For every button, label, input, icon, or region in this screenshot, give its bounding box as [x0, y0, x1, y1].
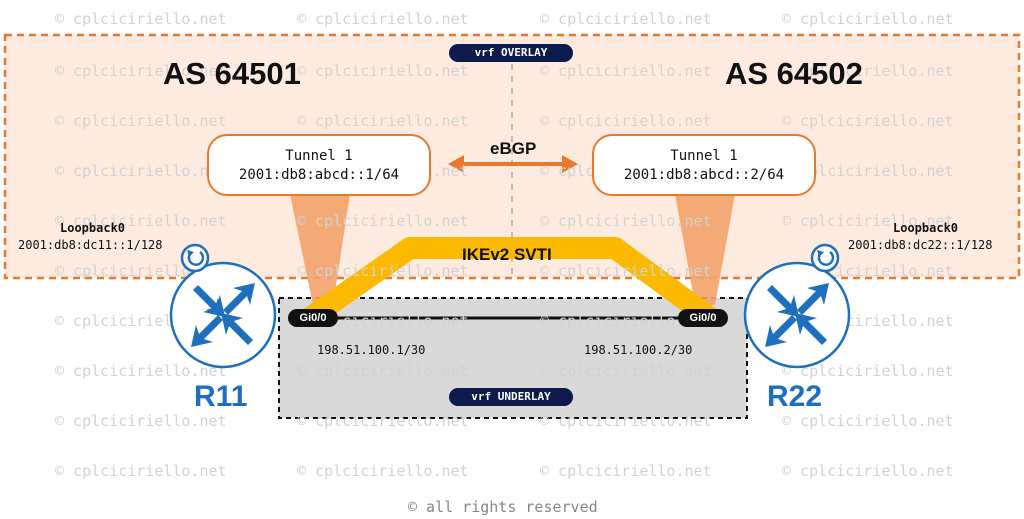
watermark-text: © cplciciriello.net: [540, 312, 712, 330]
ikev2-label: IKEv2 SVTI: [462, 245, 552, 264]
watermark-text: © cplciciriello.net: [297, 262, 469, 280]
r22-router-icon: [743, 261, 851, 369]
as-right-label: AS 64502: [725, 56, 863, 91]
watermark-text: © cplciciriello.net: [55, 10, 227, 28]
vrf-underlay-badge: vrf UNDERLAY: [449, 388, 573, 406]
watermark-text: © cplciciriello.net: [540, 462, 712, 480]
watermark-text: © cplciciriello.net: [297, 462, 469, 480]
tunnel-left-box: Tunnel 1 2001:db8:abcd::1/64: [207, 134, 431, 196]
tunnel-beam-left: [290, 194, 350, 305]
watermark-text: © cplciciriello.net: [782, 112, 954, 130]
watermark-text: © cplciciriello.net: [55, 362, 227, 380]
ebgp-arrow-icon: [448, 155, 578, 173]
copyright-footer: © all rights reserved: [408, 498, 598, 516]
watermark-text: © cplciciriello.net: [297, 362, 469, 380]
watermark-text: © cplciciriello.net: [540, 262, 712, 280]
watermark-text: © cplciciriello.net: [782, 162, 954, 180]
r22-interface-ip: 198.51.100.2/30: [584, 343, 693, 357]
watermark-text: © cplciciriello.net: [540, 62, 712, 80]
r11-router-icon: [169, 261, 277, 369]
r22-loopback-name: Loopback0: [893, 221, 959, 235]
watermark-text: © cplciciriello.net: [55, 462, 227, 480]
watermark-text: © cplciciriello.net: [540, 212, 712, 230]
watermark-text: © cplciciriello.net: [55, 162, 227, 180]
tunnel-left-name: Tunnel 1: [285, 148, 353, 164]
r11-loopback-name: Loopback0: [60, 221, 126, 235]
watermark-text: © cplciciriello.net: [540, 362, 712, 380]
watermark-text: © cplciciriello.net: [782, 362, 954, 380]
watermark-text: © cplciciriello.net: [297, 112, 469, 130]
ikev2-band: [303, 237, 717, 328]
r22-interface-label: Gi0/0: [678, 309, 728, 327]
r11-loopback-address: 2001:db8:dc11::1/128: [18, 238, 163, 252]
tunnel-right-box: Tunnel 1 2001:db8:abcd::2/64: [592, 134, 816, 196]
tunnel-beam-right: [675, 194, 735, 305]
watermark-text: © cplciciriello.net: [297, 10, 469, 28]
ebgp-label: eBGP: [490, 139, 537, 158]
r22-loopback-icon: [810, 243, 840, 273]
tunnel-right-address: 2001:db8:abcd::2/64: [623, 167, 785, 183]
watermark-text: © cplciciriello.net: [782, 10, 954, 28]
watermark-text: © cplciciriello.net: [297, 212, 469, 230]
tunnel-left-address: 2001:db8:abcd::1/64: [238, 167, 400, 183]
as-left-label: AS 64501: [163, 56, 301, 91]
r11-loopback-icon: [180, 243, 210, 273]
r22-name: R22: [767, 380, 823, 413]
watermark-text: © cplciciriello.net: [297, 412, 469, 430]
r11-interface-ip: 198.51.100.1/30: [317, 343, 426, 357]
watermark-text: © cplciciriello.net: [55, 62, 227, 80]
watermark-text: © cplciciriello.net: [297, 62, 469, 80]
watermark-text: © cplciciriello.net: [782, 62, 954, 80]
watermark-text: © cplciciriello.net: [782, 462, 954, 480]
r11-name: R11: [194, 380, 248, 413]
watermark-text: © cplciciriello.net: [297, 312, 469, 330]
watermark-text: © cplciciriello.net: [55, 212, 227, 230]
vrf-overlay-badge: vrf OVERLAY: [449, 44, 573, 62]
watermark-text: © cplciciriello.net: [55, 112, 227, 130]
r11-interface-label: Gi0/0: [288, 309, 338, 327]
watermark-text: © cplciciriello.net: [540, 112, 712, 130]
tunnel-right-name: Tunnel 1: [670, 148, 738, 164]
watermark-text: © cplciciriello.net: [540, 412, 712, 430]
watermark-text: © cplciciriello.net: [540, 10, 712, 28]
watermark-text: © cplciciriello.net: [782, 212, 954, 230]
r22-loopback-address: 2001:db8:dc22::1/128: [848, 238, 993, 252]
watermark-text: © cplciciriello.net: [55, 412, 227, 430]
watermark-text: © cplciciriello.net: [782, 412, 954, 430]
